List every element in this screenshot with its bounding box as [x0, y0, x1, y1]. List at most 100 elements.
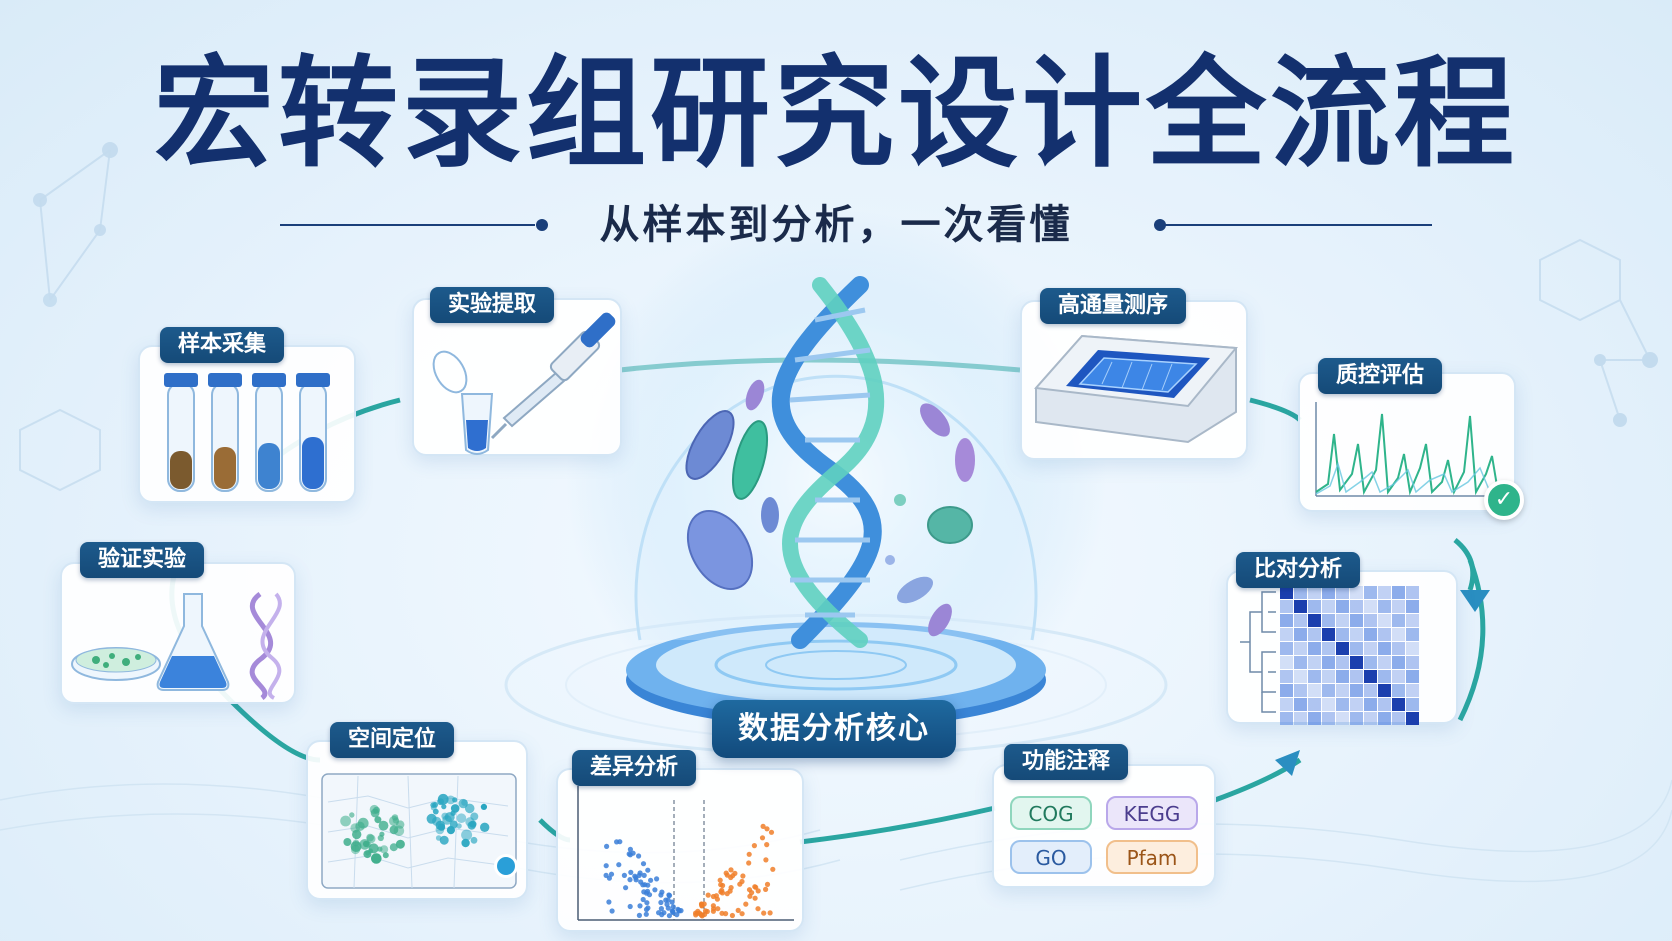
step-label-annotation: 功能注释 [1004, 744, 1129, 780]
volcano-dot [764, 842, 770, 848]
volcano-dot [621, 872, 627, 878]
volcano-plot-icon [577, 786, 794, 921]
volcano-dot [723, 870, 729, 876]
heatmap-cell [1406, 586, 1419, 599]
spatial-dot [435, 835, 442, 841]
volcano-dot [729, 912, 735, 919]
chip-pfam: Pfam [1106, 840, 1198, 874]
volcano-dot [699, 903, 705, 909]
heatmap-cell [1294, 628, 1307, 641]
step-card-validation [60, 562, 296, 704]
spatial-dot [352, 829, 362, 840]
volcano-dot [656, 910, 662, 916]
spatial-dot [449, 820, 458, 829]
volcano-dot [770, 866, 776, 872]
heatmap-cell [1392, 614, 1405, 627]
volcano-dot [641, 872, 647, 878]
volcano-dot [715, 906, 721, 912]
spatial-dot [437, 793, 449, 805]
heatmap-cell [1392, 670, 1405, 683]
heatmap-cell [1392, 656, 1405, 669]
heatmap-cell [1392, 712, 1405, 725]
heatmap-cell [1406, 600, 1419, 613]
volcano-dot [710, 903, 716, 909]
heatmap-cell [1364, 586, 1377, 599]
heatmap-cell [1406, 642, 1419, 655]
heatmap-cell [1322, 614, 1335, 627]
volcano-dot [746, 851, 752, 857]
volcano-dot [640, 882, 646, 888]
heatmap-cell [1322, 656, 1335, 669]
volcano-dot [760, 823, 766, 829]
heatmap-cell [1308, 642, 1321, 655]
spatial-dot [374, 816, 382, 824]
volcano-dot [623, 885, 629, 891]
step-label-alignment: 比对分析 [1236, 552, 1361, 588]
heatmap-cell [1364, 698, 1377, 711]
spatial-dot [366, 834, 376, 844]
heatmap-cell [1280, 628, 1293, 641]
tissue-section-icon [321, 773, 517, 889]
heatmap-cell [1322, 600, 1335, 613]
step-card-alignment [1226, 570, 1458, 725]
spatial-dot [395, 839, 405, 849]
heatmap-cell [1294, 600, 1307, 613]
volcano-dot [640, 896, 646, 903]
heatmap-cell [1294, 712, 1307, 725]
heatmap-cell [1336, 684, 1349, 697]
heatmap-cell [1308, 684, 1321, 697]
heatmap-cell [1322, 684, 1335, 697]
volcano-dot [728, 867, 734, 873]
heatmap-cell [1336, 670, 1349, 683]
volcano-dot [739, 911, 745, 917]
volcano-dot [743, 901, 749, 907]
chip-go: GO [1010, 840, 1092, 874]
heatmap-cell [1336, 586, 1349, 599]
spatial-dot [467, 821, 476, 830]
volcano-dot [644, 900, 650, 906]
volcano-dot [764, 881, 771, 887]
volcano-dot [633, 877, 639, 883]
spatial-dot [441, 812, 449, 820]
heatmap-cell [1378, 684, 1391, 697]
spatial-dot [343, 838, 352, 846]
heatmap-cell [1308, 600, 1321, 613]
volcano-dot [730, 873, 736, 879]
heatmap-cell [1280, 684, 1293, 697]
volcano-dot [767, 910, 773, 916]
spatial-dot [432, 801, 438, 808]
volcano-dot [705, 892, 711, 898]
spatial-dot [480, 803, 487, 810]
volcano-dot [608, 871, 615, 877]
heatmap-cell [1406, 684, 1419, 697]
volcano-dot [665, 905, 671, 911]
heatmap-cell [1392, 698, 1405, 711]
volcano-dot [643, 890, 650, 896]
heatmap-cell [1378, 670, 1391, 683]
page-title: 宏转录组研究设计全流程 [154, 45, 1518, 184]
page-subtitle: 从样本到分析，一次看懂 [599, 202, 1073, 248]
heatmap-cell [1308, 712, 1321, 725]
volcano-dot [628, 869, 634, 875]
chip-cog: COG [1010, 796, 1092, 830]
volcano-dot [768, 829, 775, 835]
volcano-dot [603, 863, 609, 869]
volcano-dot [752, 895, 758, 901]
pipette-icon [432, 312, 616, 455]
heatmap-cell [1406, 656, 1419, 669]
volcano-dot [645, 867, 651, 873]
heatmap-cell [1364, 614, 1377, 627]
volcano-dot [637, 870, 643, 876]
volcano-dot [604, 843, 610, 849]
volcano-dot [606, 899, 612, 905]
volcano-dot [735, 907, 741, 913]
heatmap-cell [1280, 642, 1293, 655]
heatmap-cell [1308, 670, 1321, 683]
spatial-dot [461, 838, 470, 848]
spatial-dot [480, 822, 490, 832]
spatial-dot [378, 820, 389, 831]
heatmap-cell [1294, 614, 1307, 627]
heatmap-cell [1308, 614, 1321, 627]
spatial-dot [382, 852, 389, 859]
step-label-sequencing: 高通量测序 [1040, 288, 1187, 324]
